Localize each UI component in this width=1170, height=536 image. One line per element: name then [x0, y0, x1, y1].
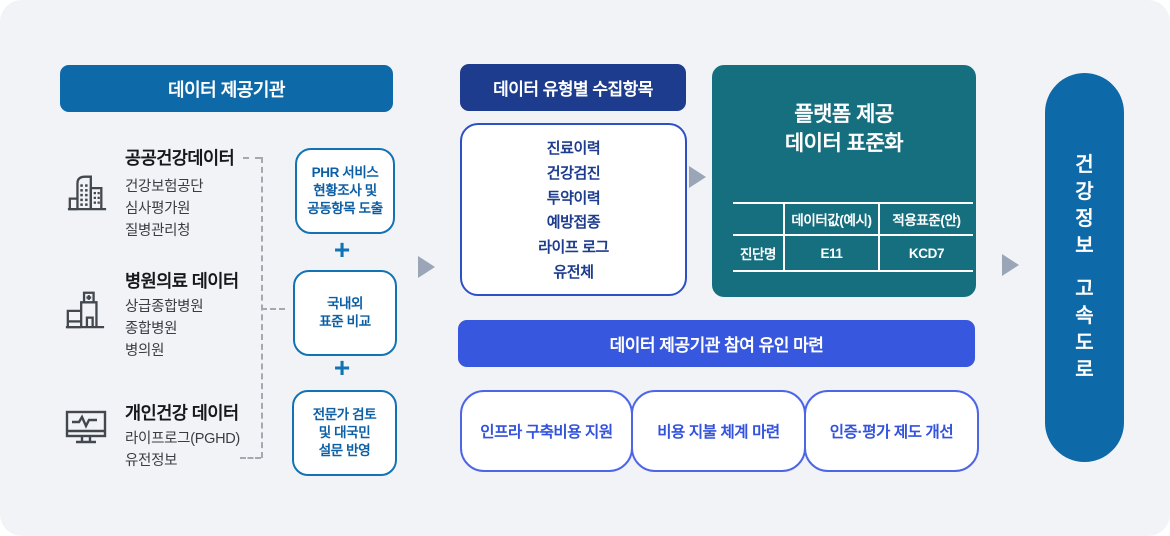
hospital-icon	[64, 288, 106, 330]
flow-arrow-icon	[689, 166, 706, 188]
incentive-box-payment: 비용 지불 체계 마련	[631, 390, 806, 472]
standards-table: 데이터값(예시) 적용표준(안) 진단명 E11 KCD7	[733, 202, 973, 272]
process-box-standards: 국내외 표준 비교	[293, 270, 397, 356]
pill-word: 고속도로	[1075, 277, 1094, 381]
provider-group-items: 상급종합병원 종합병원 병의원	[125, 296, 204, 362]
table-header-cell: 데이터값(예시)	[783, 204, 878, 234]
process-box-line: 전문가 검토	[312, 407, 377, 422]
platform-title-line: 플랫폼 제공	[794, 103, 894, 126]
building-icon	[66, 170, 108, 212]
collection-item: 라이프 로그	[538, 239, 609, 257]
incentive-box-infra: 인프라 구축비용 지원	[460, 390, 633, 472]
provider-group-title: 공공건강데이터	[125, 148, 235, 168]
table-header-cell: 적용표준(안)	[878, 204, 973, 234]
process-box-line: 설문 반영	[318, 443, 371, 458]
collection-item: 투약이력	[546, 189, 601, 207]
list-item: 병의원	[125, 343, 165, 359]
table-cell: 진단명	[739, 247, 777, 262]
table-header-cell	[733, 204, 783, 234]
collection-item: 예방접종	[546, 214, 601, 232]
platform-title-line: 데이터 표준화	[784, 132, 904, 155]
monitor-ecg-icon	[64, 406, 108, 448]
dashed-connector-stub	[240, 457, 261, 459]
providers-header: 데이터 제공기관	[60, 65, 393, 112]
flow-arrow-icon	[1002, 254, 1019, 276]
table-cell: E11	[783, 236, 878, 270]
process-box-expert: 전문가 검토 및 대국민 설문 반영	[292, 390, 397, 476]
provider-group-title: 개인건강 데이터	[125, 403, 239, 423]
collection-item: 유전체	[553, 264, 594, 282]
collection-header: 데이터 유형별 수집항목	[460, 64, 686, 111]
provider-group-title: 병원의료 데이터	[125, 271, 239, 291]
platform-title: 플랫폼 제공 데이터 표준화	[712, 100, 976, 158]
list-item: 종합병원	[125, 321, 178, 337]
list-item: 질병관리청	[125, 223, 191, 239]
list-item: 건강보험공단	[125, 179, 204, 195]
collection-box: 진료이력 건강검진 투약이력 예방접종 라이프 로그 유전체	[460, 123, 687, 296]
collection-item: 진료이력	[546, 139, 601, 157]
platform-box: 플랫폼 제공 데이터 표준화 데이터값(예시) 적용표준(안) 진단명 E11 …	[712, 65, 976, 297]
process-box-line: 현황조사 및	[313, 183, 377, 198]
provider-group-items: 건강보험공단 심사평가원 질병관리청	[125, 176, 204, 242]
process-box-line: PHR 서비스	[311, 165, 379, 180]
list-item: 심사평가원	[125, 201, 191, 217]
table-row: 진단명 E11 KCD7	[733, 236, 973, 270]
dashed-connector-stub	[261, 308, 285, 310]
pill-word: 건강정보	[1075, 153, 1094, 257]
process-box-line: 및 대국민	[318, 425, 371, 440]
list-item: 상급종합병원	[125, 299, 204, 315]
incentive-box-certification: 인증·평가 제도 개선	[804, 390, 979, 472]
plus-sign: +	[333, 352, 351, 383]
flow-arrow-icon	[418, 256, 435, 278]
collection-item: 건강검진	[546, 164, 601, 182]
dashed-connector-stub	[243, 157, 261, 159]
health-highway-pill: 건강정보 고속도로	[1045, 73, 1124, 462]
list-item: 유전정보	[125, 453, 178, 469]
process-box-line: 공동항목 도출	[307, 201, 383, 216]
list-item: 라이프로그(PGHD)	[125, 431, 240, 447]
plus-sign: +	[333, 234, 351, 265]
process-box-line: 표준 비교	[319, 314, 371, 329]
process-box-line: 국내외	[326, 296, 364, 311]
provider-group-items: 라이프로그(PGHD) 유전정보	[125, 428, 240, 472]
incentive-header: 데이터 제공기관 참여 유인 마련	[458, 320, 975, 367]
process-box-phr: PHR 서비스 현황조사 및 공동항목 도출	[295, 148, 395, 234]
dashed-connector-vertical	[261, 157, 263, 458]
table-header-row: 데이터값(예시) 적용표준(안)	[733, 204, 973, 236]
table-cell: KCD7	[878, 236, 973, 270]
